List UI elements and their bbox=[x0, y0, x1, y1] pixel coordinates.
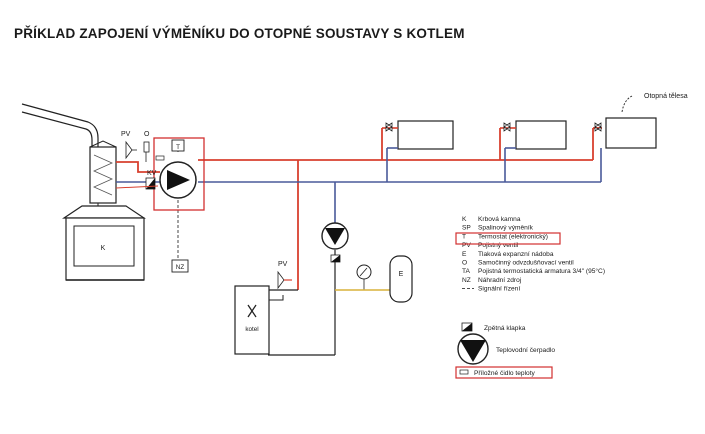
radiator-1 bbox=[382, 120, 454, 150]
air-vent-valve: O bbox=[143, 131, 150, 162]
legend-text: Pojistná termostatická armatura 3/4" (95… bbox=[478, 267, 605, 275]
flue-gas-exchanger bbox=[89, 140, 117, 210]
backup-source: NZ bbox=[171, 259, 189, 273]
expansion-tank: E bbox=[389, 255, 413, 303]
fireplace: K bbox=[62, 205, 146, 281]
legend-code: SP bbox=[462, 225, 471, 232]
legend-code: PV bbox=[462, 242, 471, 249]
safety-valve-boiler: PV bbox=[277, 261, 292, 290]
pressure-gauge bbox=[356, 264, 372, 290]
kv-label: KV bbox=[147, 170, 157, 177]
legend-code: O bbox=[462, 260, 467, 267]
circulation-pump-fireplace bbox=[159, 161, 197, 199]
legend-text: Pojistný ventil bbox=[478, 242, 519, 249]
boiler: kotel bbox=[234, 285, 270, 355]
expansion-tank-label: E bbox=[399, 271, 404, 278]
legend-text: Spalinový výměník bbox=[478, 225, 534, 232]
legend-code: NZ bbox=[462, 277, 471, 284]
boiler-pipes bbox=[268, 250, 336, 356]
thermostat: T bbox=[171, 139, 185, 152]
legend-code: T bbox=[462, 233, 466, 240]
boiler-label: kotel bbox=[245, 326, 258, 333]
pv-fireplace-label: PV bbox=[121, 131, 131, 138]
radiators-note-label: Otopná tělesa bbox=[644, 93, 688, 100]
legend-text: Náhradní zdroj bbox=[478, 277, 522, 284]
nz-label: NZ bbox=[176, 264, 185, 271]
legend-code: E bbox=[462, 251, 467, 258]
safety-valve-fireplace: PV bbox=[121, 131, 137, 160]
radiator-2 bbox=[500, 120, 567, 150]
pv-boiler-label: PV bbox=[278, 261, 288, 268]
exchanger-bypass-line bbox=[115, 185, 159, 189]
diagram-title: PŘÍKLAD ZAPOJENÍ VÝMĚNÍKU DO OTOPNÉ SOUS… bbox=[14, 26, 465, 41]
legend-thermostat-highlight bbox=[455, 232, 561, 245]
legend-text: Samočinný odvzdušňovací ventil bbox=[478, 260, 574, 267]
legend-text: Tlaková expanzní nádoba bbox=[478, 251, 554, 258]
legend-check-valve: Zpětná klapka bbox=[461, 322, 526, 332]
legend-code: TA bbox=[462, 268, 471, 275]
legend-sensor: Příložné čidlo teploty bbox=[455, 366, 553, 379]
check-valve bbox=[330, 254, 341, 263]
o-fireplace-label: O bbox=[144, 131, 150, 138]
legend-text: Signální řízení bbox=[478, 286, 520, 293]
radiator-3 bbox=[594, 117, 657, 149]
legend-sensor-label: Příložné čidlo teploty bbox=[474, 370, 536, 377]
flue-pipe bbox=[21, 103, 99, 151]
fireplace-label: K bbox=[101, 245, 106, 252]
sensor-small bbox=[155, 155, 165, 161]
legend-check-valve-label: Zpětná klapka bbox=[484, 325, 526, 332]
legend-text: Krbová kamna bbox=[478, 216, 521, 223]
legend-text: Termostat (elektronický) bbox=[478, 233, 548, 240]
pump-group-highlight bbox=[153, 137, 205, 211]
thermostat-label: T bbox=[176, 144, 180, 151]
legend-pump: Teplovodní čerpadlo bbox=[457, 333, 555, 365]
radiators-note: Otopná tělesa bbox=[621, 93, 688, 113]
legend-pump-label: Teplovodní čerpadlo bbox=[496, 347, 555, 354]
legend-code: K bbox=[462, 216, 467, 223]
circulation-pump-boiler bbox=[321, 222, 349, 250]
